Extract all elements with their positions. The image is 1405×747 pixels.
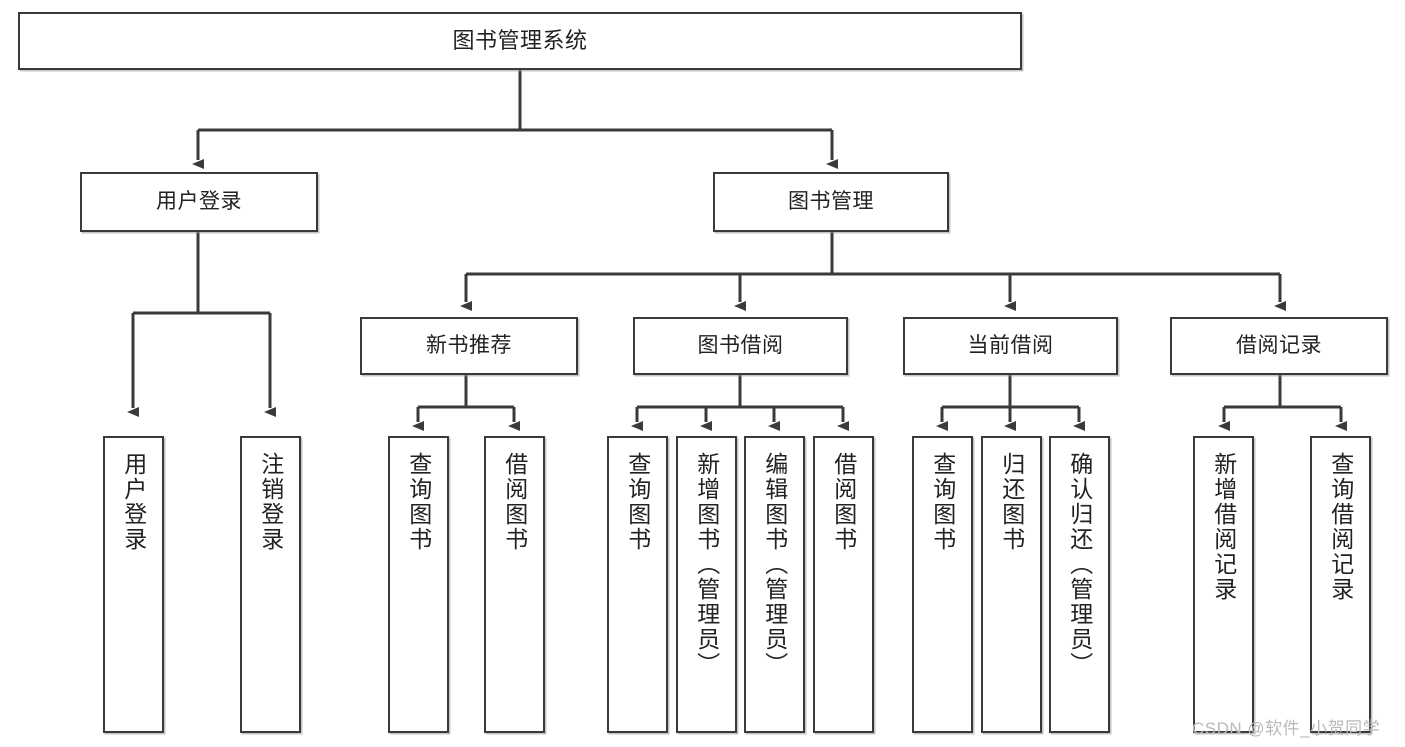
node-label: 查询图书 [929, 452, 956, 552]
node-label: 新书推荐 [426, 334, 512, 358]
leaf-borrow-add-book-admin[interactable]: 新增图书（管理员） [676, 436, 737, 733]
node-book-management[interactable]: 图书管理 [713, 172, 949, 232]
node-label: 确认归还（管理员） [1066, 452, 1093, 677]
node-borrow-record[interactable]: 借阅记录 [1170, 317, 1388, 375]
leaf-current-query-book[interactable]: 查询图书 [912, 436, 973, 733]
leaf-current-return-book[interactable]: 归还图书 [981, 436, 1042, 733]
node-root-system[interactable]: 图书管理系统 [18, 12, 1022, 70]
node-user-login[interactable]: 用户登录 [80, 172, 318, 232]
node-label: 图书管理系统 [452, 27, 588, 53]
node-label: 注销登录 [257, 452, 284, 552]
node-label: 新增借阅记录 [1210, 452, 1237, 602]
leaf-recommend-query-book[interactable]: 查询图书 [388, 436, 449, 733]
leaf-record-add-record[interactable]: 新增借阅记录 [1193, 436, 1254, 733]
leaf-record-query-record[interactable]: 查询借阅记录 [1310, 436, 1371, 733]
node-label: 归还图书 [998, 452, 1025, 552]
node-label: 新增图书（管理员） [693, 452, 720, 677]
leaf-recommend-borrow-book[interactable]: 借阅图书 [484, 436, 545, 733]
node-label: 借阅图书 [501, 452, 528, 552]
leaf-borrow-edit-book-admin[interactable]: 编辑图书（管理员） [744, 436, 805, 733]
node-label: 图书借阅 [697, 334, 784, 358]
node-label: 用户登录 [156, 190, 242, 214]
node-label: 查询图书 [624, 452, 651, 552]
node-label: 查询图书 [405, 452, 432, 552]
csdn-watermark: CSDN @软件_小贺同学 [1192, 719, 1381, 738]
node-label: 当前借阅 [967, 334, 1054, 358]
node-label: 用户登录 [120, 452, 147, 552]
leaf-borrow-query-book[interactable]: 查询图书 [607, 436, 668, 733]
node-label: 图书管理 [788, 190, 874, 214]
node-new-book-recommend[interactable]: 新书推荐 [360, 317, 578, 375]
node-book-borrow[interactable]: 图书借阅 [633, 317, 848, 375]
node-label: 查询借阅记录 [1327, 452, 1354, 602]
leaf-borrow-borrow-book[interactable]: 借阅图书 [813, 436, 874, 733]
leaf-user-login-logout[interactable]: 注销登录 [240, 436, 301, 733]
node-label: 编辑图书（管理员） [761, 452, 788, 677]
leaf-user-login-login[interactable]: 用户登录 [103, 436, 164, 733]
node-label: 借阅记录 [1236, 334, 1322, 358]
node-current-borrow[interactable]: 当前借阅 [903, 317, 1118, 375]
node-label: 借阅图书 [830, 452, 857, 552]
leaf-current-confirm-return-admin[interactable]: 确认归还（管理员） [1049, 436, 1110, 733]
